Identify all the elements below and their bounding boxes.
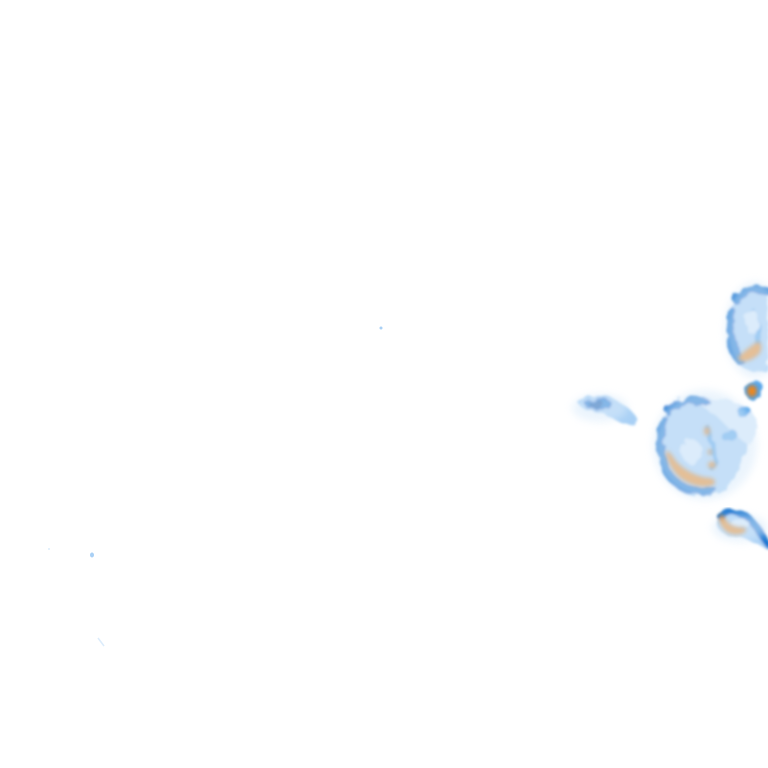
stray-echoes — [48, 326, 383, 647]
cell-halos — [572, 282, 768, 542]
